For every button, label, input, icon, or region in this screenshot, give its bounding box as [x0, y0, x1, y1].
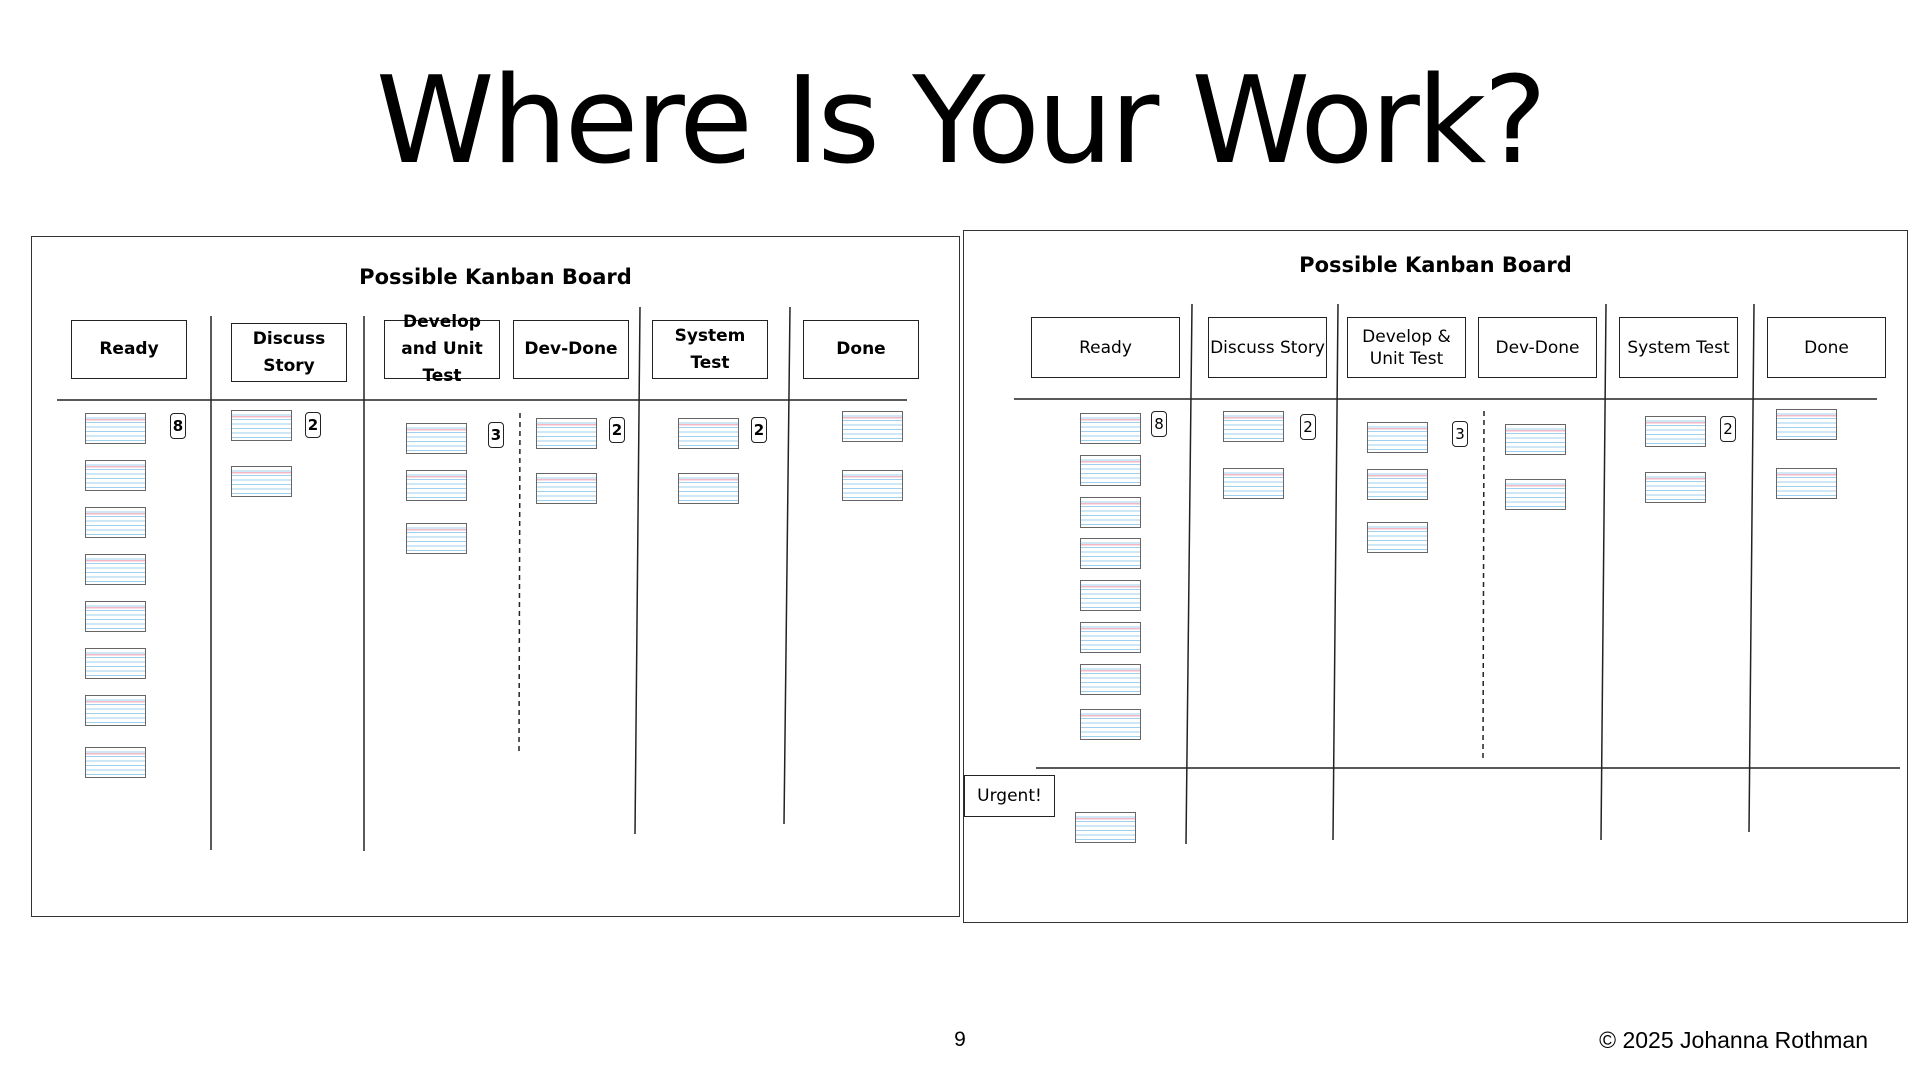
wip-limit-badge: 2: [305, 412, 321, 438]
wip-limit-badge: 3: [488, 422, 504, 448]
story-card: [536, 418, 597, 449]
story-card: [1080, 622, 1141, 653]
wip-limit-badge: 2: [1720, 416, 1736, 442]
story-card: [1080, 413, 1141, 444]
story-card: [1080, 664, 1141, 695]
story-card: [406, 423, 467, 454]
column-header-discuss-story: Discuss Story: [1208, 317, 1327, 378]
column-header-discuss-story: Discuss Story: [231, 323, 347, 382]
story-card: [1367, 422, 1428, 453]
story-card: [1505, 479, 1566, 510]
column-header-dev-done: Dev-Done: [1478, 317, 1597, 378]
column-header-dev-done: Dev-Done: [513, 320, 629, 379]
story-card: [1223, 411, 1284, 442]
story-card: [85, 695, 146, 726]
story-card: [536, 473, 597, 504]
column-header-ready: Ready: [1031, 317, 1180, 378]
copyright-notice: © 2025 Johanna Rothman: [1599, 1027, 1868, 1053]
wip-limit-badge: 2: [609, 417, 625, 443]
story-card: [85, 648, 146, 679]
story-card: [406, 523, 467, 554]
story-card: [1776, 468, 1837, 499]
story-card: [678, 473, 739, 504]
story-card: [85, 413, 146, 444]
board-2-lines: [1014, 303, 1900, 845]
story-card: [1505, 424, 1566, 455]
story-card: [1776, 409, 1837, 440]
column-header-done: Done: [1767, 317, 1886, 378]
story-card: [231, 466, 292, 497]
story-card: [1080, 709, 1141, 740]
story-card: [842, 411, 903, 442]
story-card: [1645, 472, 1706, 503]
slide-title: Where Is Your Work?: [375, 52, 1547, 191]
story-card: [85, 554, 146, 585]
board-title: Possible Kanban Board: [359, 265, 632, 289]
story-card: [1367, 522, 1428, 553]
board-1-lines: [57, 306, 907, 851]
column-header-system-test: System Test: [652, 320, 768, 379]
story-card: [678, 418, 739, 449]
story-card: [1080, 455, 1141, 486]
story-card: [231, 410, 292, 441]
column-header-develop-unit-test: Develop & Unit Test: [1347, 317, 1466, 378]
story-card: [1080, 538, 1141, 569]
story-card: [1223, 468, 1284, 499]
story-card: [1367, 469, 1428, 500]
story-card: [85, 460, 146, 491]
column-header-develop-unit-test: Develop and Unit Test: [384, 312, 500, 386]
column-header-done: Done: [803, 320, 919, 379]
wip-limit-badge: 2: [751, 417, 767, 443]
story-card: [85, 601, 146, 632]
wip-limit-badge: 3: [1452, 421, 1468, 447]
kanban-board-2: Possible Kanban Board Ready Discuss Stor…: [963, 230, 1908, 923]
page-number: 9: [954, 1028, 966, 1051]
story-card: [406, 470, 467, 501]
kanban-board-1: Possible Kanban Board Ready Discuss Stor…: [31, 236, 960, 917]
column-header-ready: Ready: [71, 320, 187, 379]
wip-limit-badge: 2: [1300, 414, 1316, 440]
story-card: [1080, 580, 1141, 611]
story-card: [1075, 812, 1136, 843]
story-card: [85, 507, 146, 538]
story-card: [842, 470, 903, 501]
column-header-system-test: System Test: [1619, 317, 1738, 378]
wip-limit-badge: 8: [170, 413, 186, 439]
board-title: Possible Kanban Board: [1299, 253, 1572, 277]
urgent-lane-label: Urgent!: [964, 775, 1055, 817]
story-card: [1645, 416, 1706, 447]
wip-limit-badge: 8: [1151, 411, 1167, 437]
story-card: [1080, 497, 1141, 528]
story-card: [85, 747, 146, 778]
